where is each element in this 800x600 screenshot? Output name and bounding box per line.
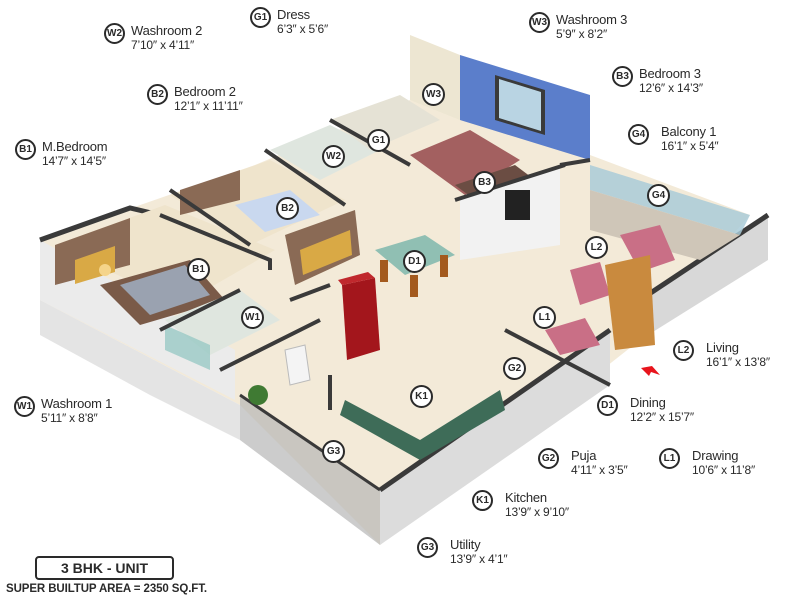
- room-code-badge: L2: [673, 340, 694, 361]
- legend-drawing: L1 Drawing 10’6″ x 11’8″: [659, 448, 755, 478]
- marker-k1: K1: [410, 385, 433, 408]
- room-name: Bedroom 3: [639, 66, 701, 81]
- room-dimensions: 12’6″ x 14’3″: [639, 81, 703, 95]
- marker-g2: G2: [503, 357, 526, 380]
- room-code-badge: K1: [472, 490, 493, 511]
- room-name: Kitchen: [505, 490, 547, 505]
- room-code-badge: B2: [147, 84, 168, 105]
- marker-w3: W3: [422, 83, 445, 106]
- room-code-badge: W3: [529, 12, 550, 33]
- room-code-badge: W2: [104, 23, 125, 44]
- room-dimensions: 13’9″ x 9’10″: [505, 505, 569, 519]
- room-name: Washroom 2: [131, 23, 203, 38]
- legend-master-bedroom: B1 M.Bedroom 14’7″ x 14’5″: [15, 139, 108, 169]
- room-name: Living: [706, 340, 739, 355]
- unit-type-label: 3 BHK - UNIT: [35, 556, 174, 580]
- room-code-badge: B1: [15, 139, 36, 160]
- legend-balcony-1: G4 Balcony 1 16’1″ x 5’4″: [628, 124, 719, 154]
- room-dimensions: 12’2″ x 15’7″: [630, 410, 694, 424]
- legend-utility: G3 Utility 13’9″ x 4’1″: [417, 537, 508, 567]
- room-name: Washroom 3: [556, 12, 628, 27]
- marker-d1: D1: [403, 250, 426, 273]
- marker-b2: B2: [276, 197, 299, 220]
- room-code-badge: G4: [628, 124, 649, 145]
- room-dimensions: 12’1″ x 11’11″: [174, 99, 243, 113]
- room-dimensions: 6’3″ x 5’6″: [277, 22, 328, 36]
- room-code-badge: L1: [659, 448, 680, 469]
- marker-w1: W1: [241, 306, 264, 329]
- legend-washroom-3: W3 Washroom 3 5’9″ x 8’2″: [529, 12, 627, 42]
- room-name: Dress: [277, 7, 310, 22]
- room-dimensions: 14’7″ x 14’5″: [42, 154, 106, 168]
- room-name: Utility: [450, 537, 481, 552]
- room-code-badge: G1: [250, 7, 271, 28]
- room-code-badge: B3: [612, 66, 633, 87]
- room-name: Bedroom 2: [174, 84, 236, 99]
- legend-bedroom-3: B3 Bedroom 3 12’6″ x 14’3″: [612, 66, 703, 96]
- room-dimensions: 4’11″ x 3’5″: [571, 463, 628, 477]
- room-name: Balcony 1: [661, 124, 717, 139]
- room-dimensions: 5’9″ x 8’2″: [556, 27, 607, 41]
- legend-dress: G1 Dress 6’3″ x 5’6″: [250, 7, 328, 37]
- room-dimensions: 10’6″ x 11’8″: [692, 463, 756, 477]
- room-name: Dining: [630, 395, 666, 410]
- legend-bedroom-2: B2 Bedroom 2 12’1″ x 11’11″: [147, 84, 243, 114]
- room-code-badge: W1: [14, 396, 35, 417]
- legend-puja: G2 Puja 4’11″ x 3’5″: [538, 448, 628, 478]
- room-dimensions: 7’10″ x 4’11″: [131, 38, 195, 52]
- room-dimensions: 13’9″ x 4’1″: [450, 552, 508, 566]
- room-code-badge: G2: [538, 448, 559, 469]
- marker-l1: L1: [533, 306, 556, 329]
- room-code-badge: D1: [597, 395, 618, 416]
- marker-w2: W2: [322, 145, 345, 168]
- marker-l2: L2: [585, 236, 608, 259]
- legend-washroom-1: W1 Washroom 1 5’11″ x 8’8″: [14, 396, 112, 426]
- legend-kitchen: K1 Kitchen 13’9″ x 9’10″: [472, 490, 569, 520]
- room-dimensions: 16’1″ x 5’4″: [661, 139, 719, 153]
- legend-living: L2 Living 16’1″ x 13’8″: [673, 340, 770, 370]
- room-name: Drawing: [692, 448, 739, 463]
- super-builtup-area: SUPER BUILTUP AREA = 2350 SQ.FT.: [6, 583, 207, 595]
- room-dimensions: 5’11″ x 8’8″: [41, 411, 98, 425]
- marker-g4: G4: [647, 184, 670, 207]
- marker-g3: G3: [322, 440, 345, 463]
- room-code-badge: G3: [417, 537, 438, 558]
- room-name: Puja: [571, 448, 597, 463]
- room-name: M.Bedroom: [42, 139, 108, 154]
- room-dimensions: 16’1″ x 13’8″: [706, 355, 770, 369]
- legend-dining: D1 Dining 12’2″ x 15’7″: [597, 395, 694, 425]
- marker-g1: G1: [367, 129, 390, 152]
- legend-washroom-2: W2 Washroom 2 7’10″ x 4’11″: [104, 23, 202, 53]
- marker-b3: B3: [473, 171, 496, 194]
- entry-arrow-icon: [641, 366, 660, 376]
- room-name: Washroom 1: [41, 396, 113, 411]
- marker-b1: B1: [187, 258, 210, 281]
